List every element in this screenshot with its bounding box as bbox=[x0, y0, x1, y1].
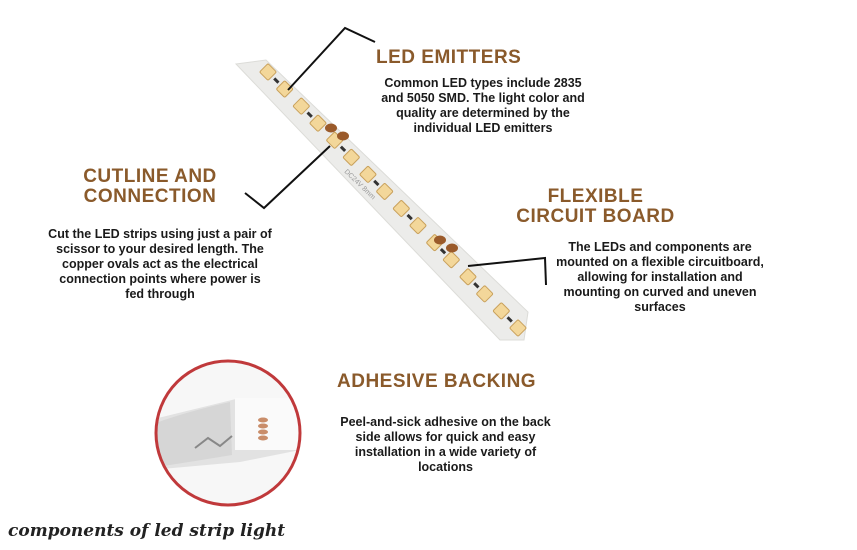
cutline-desc: Cut the LED strips using just a pair of … bbox=[35, 227, 285, 302]
adhesive-title: ADHESIVE BACKING bbox=[337, 372, 536, 392]
copper-pad bbox=[337, 132, 349, 141]
led-emitters-desc: Common LED types include 2835 and 5050 S… bbox=[368, 76, 598, 136]
led-emitters-title: LED EMITTERS bbox=[376, 48, 521, 68]
leader-cutline bbox=[245, 146, 330, 208]
leader-led-emitters bbox=[288, 28, 375, 90]
flexible-desc: The LEDs and components are mounted on a… bbox=[545, 240, 775, 315]
copper-pad bbox=[434, 236, 446, 245]
figure-caption: components of led strip light bbox=[8, 521, 285, 541]
adhesive-circle bbox=[150, 360, 310, 510]
copper-pad bbox=[325, 124, 337, 133]
cutline-title: CUTLINE AND CONNECTION bbox=[70, 167, 230, 207]
adhesive-desc: Peel-and-sick adhesive on the back side … bbox=[328, 415, 563, 475]
copper-pad bbox=[446, 244, 458, 253]
flexible-title: FLEXIBLE CIRCUIT BOARD bbox=[508, 187, 683, 227]
